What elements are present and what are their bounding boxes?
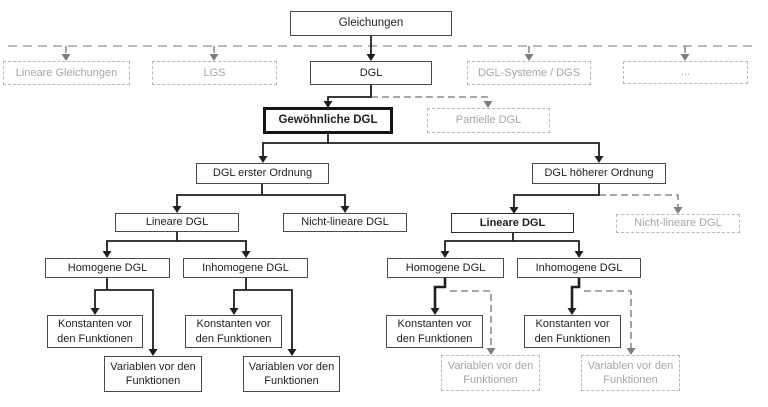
node-gleichungen: Gleichungen [290, 11, 452, 36]
node-variablen-right-2: Variablen vor den Funktionen [581, 355, 680, 391]
arrowhead [594, 156, 604, 163]
node-lgs: LGS [152, 61, 277, 85]
arrowhead [486, 348, 496, 355]
node-konstanten-right-2: Konstanten vor den Funktionen [524, 315, 621, 348]
node-variablen-left-2: Variablen vor den Funktionen [243, 356, 340, 392]
edge-lineare-r-split [444, 233, 580, 251]
node-konstanten-right-1: Konstanten vor den Funktionen [386, 315, 483, 348]
arrowhead [287, 349, 297, 356]
arrowhead [258, 156, 268, 163]
arrowhead [241, 251, 251, 258]
edge-homogene-r-to-konstanten [433, 278, 447, 308]
arrowhead [524, 54, 534, 61]
arrowhead [680, 54, 690, 61]
arrowhead [509, 207, 519, 214]
arrowhead [483, 101, 493, 108]
node-lineare-dgl-left: Lineare DGL [115, 213, 239, 232]
edge-homogene-l-split [94, 278, 154, 349]
arrowhead [148, 349, 158, 356]
edge-lineare-l-split [106, 232, 247, 251]
node-variablen-left-1: Variablen vor den Funktionen [104, 356, 202, 392]
edge-dgl-to-gewoehnliche [327, 85, 372, 101]
node-homogene-dgl-left: Homogene DGL [45, 258, 170, 278]
arrowhead [440, 251, 450, 258]
solid-arrowheads [90, 54, 604, 356]
arrowhead [430, 308, 440, 315]
edge-erster-ordnung-split [176, 184, 346, 206]
node-nicht-lineare-dgl-right: Nicht-lineare DGL [616, 214, 740, 233]
arrowhead [323, 101, 333, 108]
arrowhead [626, 348, 636, 355]
node-lineare-dgl-right: Lineare DGL [451, 213, 574, 233]
arrowhead [366, 54, 376, 61]
arrowhead [172, 206, 182, 213]
node-konstanten-left-2: Konstanten vor den Funktionen [185, 315, 282, 348]
edge-inhomogene-r-to-variablen [584, 290, 632, 348]
edge-dgl-to-partielle [371, 96, 489, 101]
arrowhead [673, 207, 683, 214]
arrowhead [102, 251, 112, 258]
node-homogene-dgl-right: Homogene DGL [387, 258, 504, 278]
arrowhead [209, 54, 219, 61]
edge-hoeherer-to-lineare [513, 184, 600, 207]
edge-inhomogene-l-split [233, 278, 293, 349]
dashed-arrowheads [61, 54, 690, 355]
node-gewoehnliche-dgl: Gewöhnliche DGL [263, 107, 393, 134]
arrowhead [567, 308, 577, 315]
node-inhomogene-dgl-right: Inhomogene DGL [517, 258, 641, 278]
arrowhead [90, 308, 100, 315]
node-weitere: ... [623, 61, 748, 84]
node-dgl-systeme: DGL-Systeme / DGS [467, 61, 591, 85]
node-lineare-gleichungen: Lineare Gleichungen [3, 61, 130, 85]
node-nicht-lineare-dgl-left: Nicht-lineare DGL [283, 213, 407, 232]
arrowhead [574, 251, 584, 258]
node-dgl-hoeherer-ordnung: DGL höherer Ordnung [532, 163, 666, 184]
edge-inhomogene-r-to-konstanten [570, 278, 581, 308]
edge-gewoehnliche-split [262, 133, 600, 156]
node-dgl: DGL [310, 61, 432, 85]
node-variablen-right-1: Variablen vor den Funktionen [441, 355, 540, 391]
node-dgl-erster-ordnung: DGL erster Ordnung [196, 163, 329, 184]
edge-rail-stubs [65, 46, 686, 54]
edge-homogene-r-to-variablen [450, 290, 492, 348]
arrowhead [340, 206, 350, 213]
edge-hoeherer-to-nichtlineare [599, 194, 679, 207]
arrowhead [61, 54, 71, 61]
node-inhomogene-dgl-left: Inhomogene DGL [183, 258, 308, 278]
arrowhead [229, 308, 239, 315]
node-partielle-dgl: Partielle DGL [427, 108, 550, 133]
node-konstanten-left-1: Konstanten vor den Funktionen [47, 315, 143, 348]
